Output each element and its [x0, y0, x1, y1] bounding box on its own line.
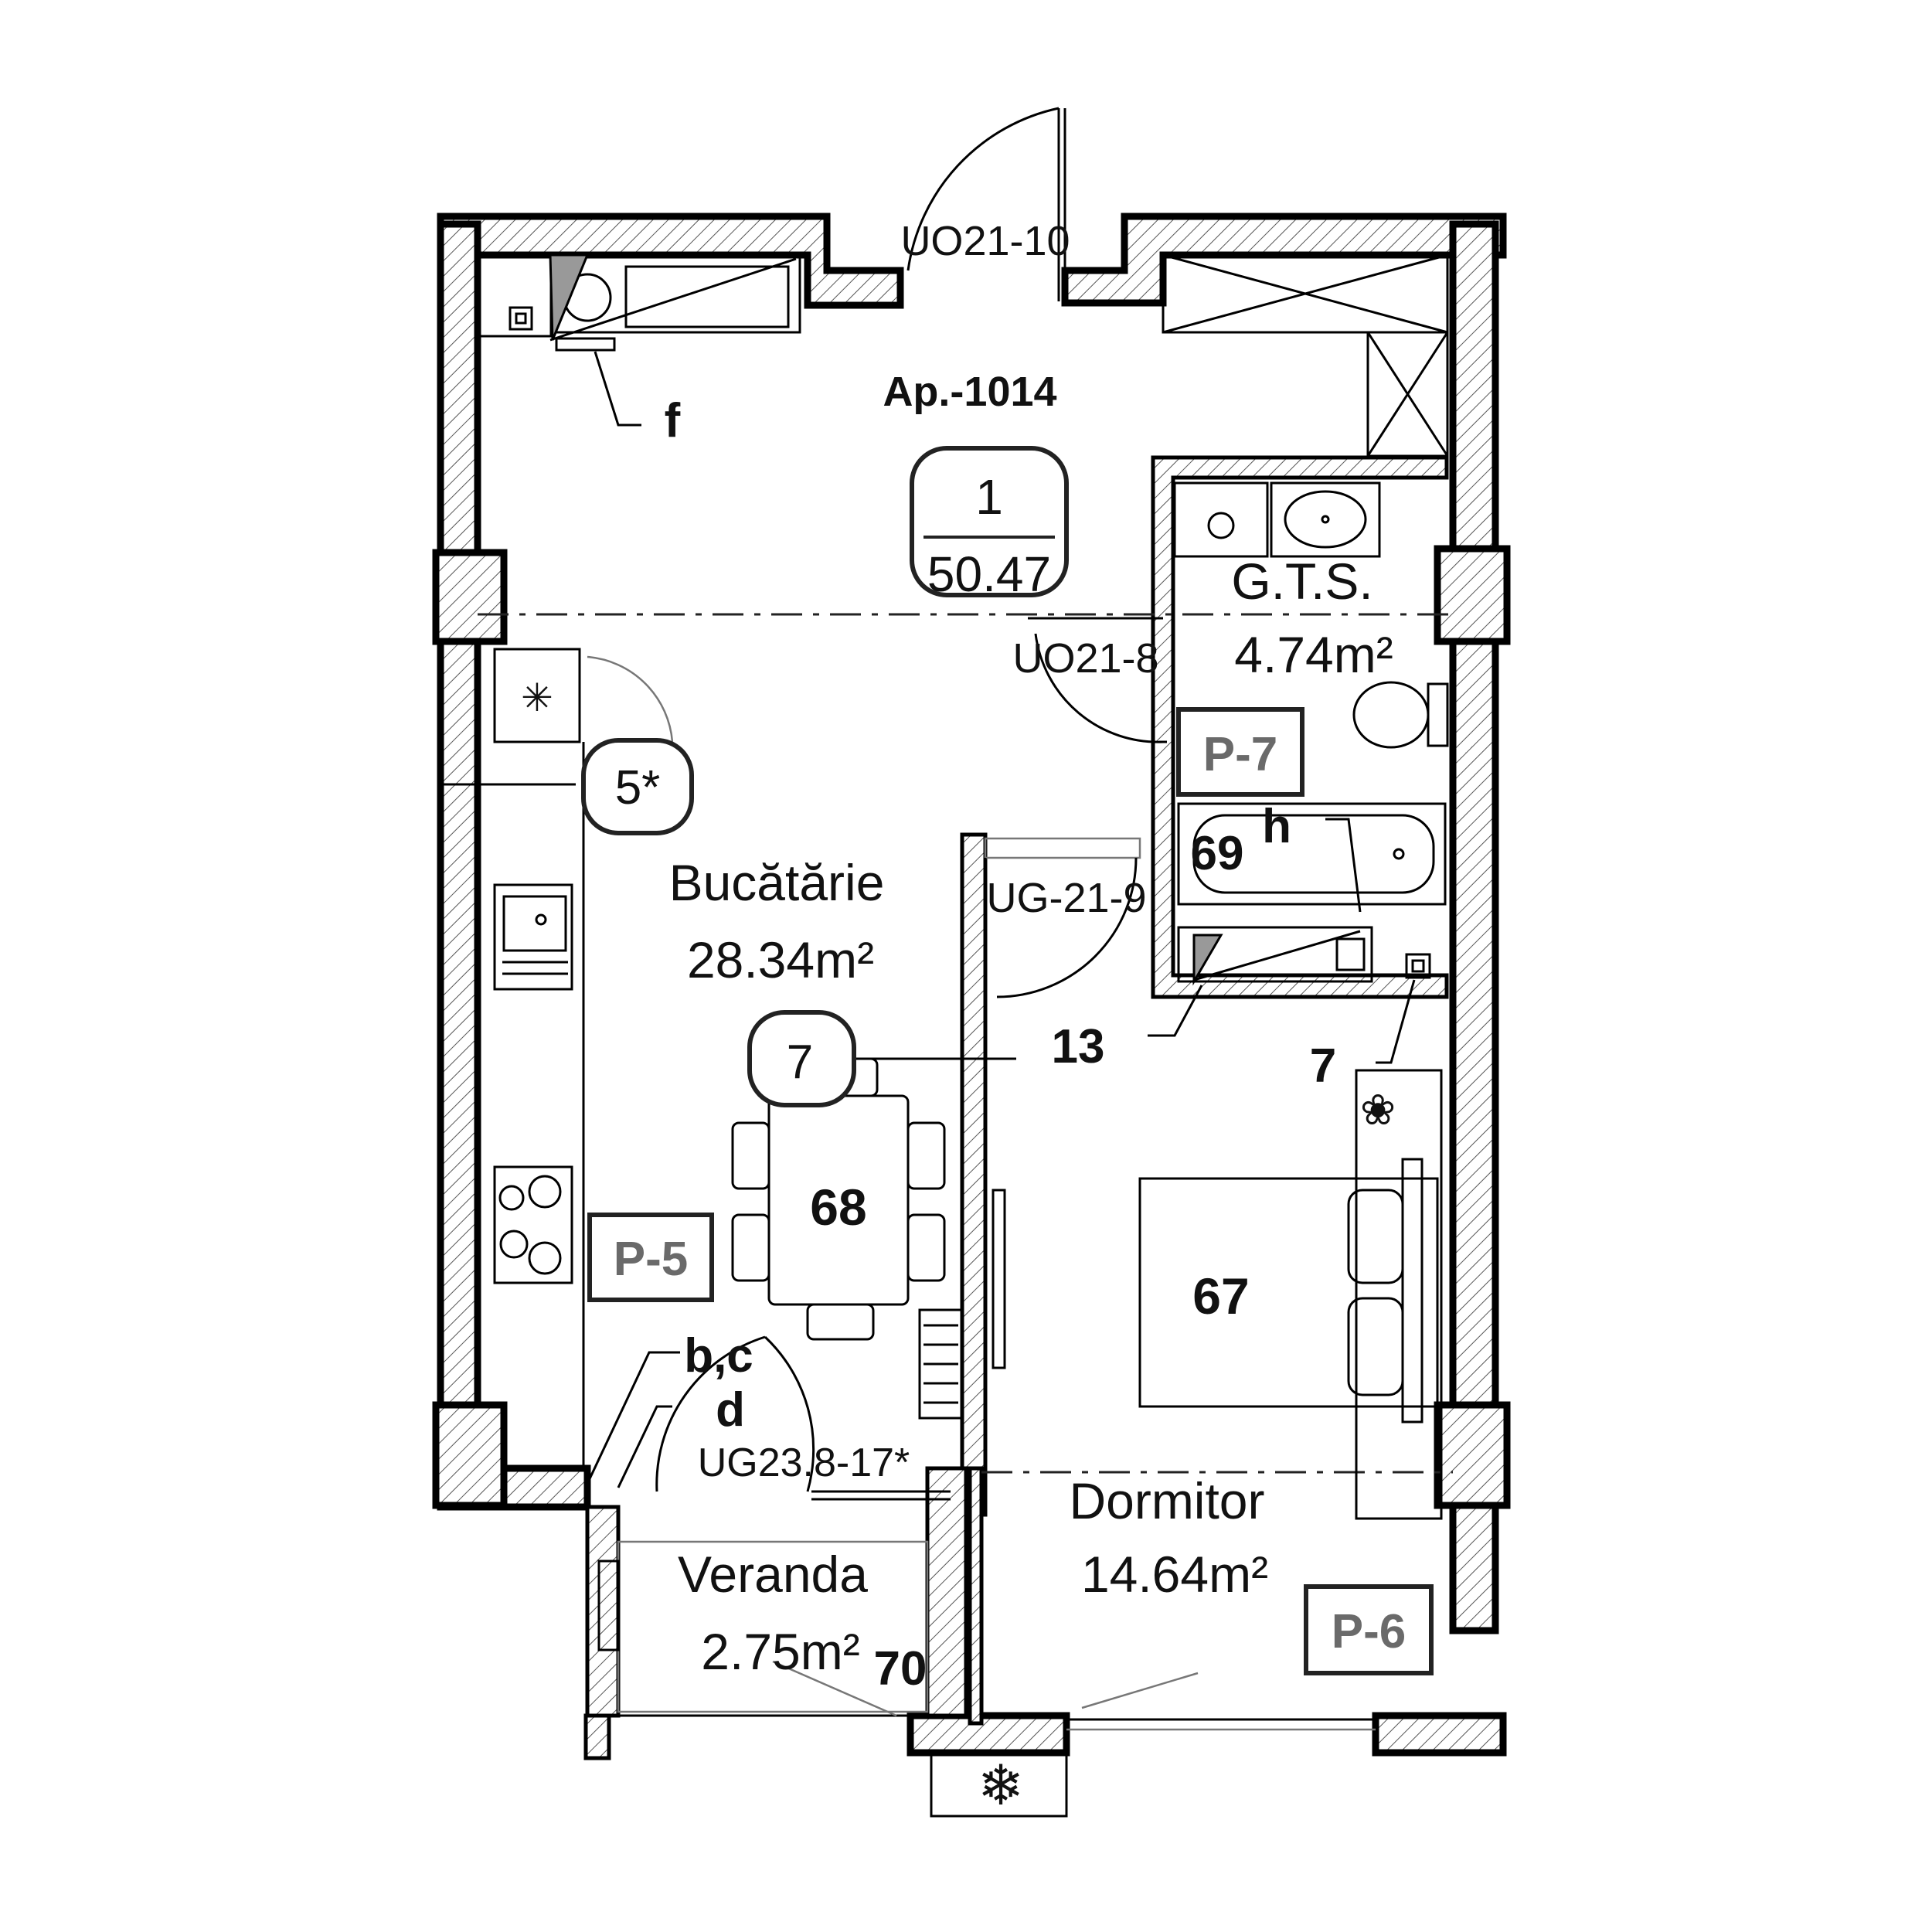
apartment-badge: [910, 446, 1069, 597]
apartment-area: 50.47: [927, 546, 1051, 602]
marker-68: 68: [810, 1179, 866, 1236]
circle-tag-7: 7: [787, 1036, 813, 1089]
bathroom-area: 4.74m²: [1234, 626, 1393, 683]
svg-text:❀: ❀: [1360, 1086, 1396, 1134]
leader-lines: [440, 351, 1416, 1488]
bedroom-area: 14.64m²: [1081, 1546, 1268, 1603]
circle-tag-5-box: [581, 738, 694, 835]
bedroom-name: Dormitor: [1069, 1472, 1264, 1529]
veranda-area: 2.75m²: [701, 1623, 859, 1680]
marker-d: d: [716, 1383, 745, 1437]
veranda-name: Veranda: [678, 1546, 868, 1603]
door-swings: [587, 107, 1167, 1493]
entrance-door-code: UO21-10: [900, 218, 1070, 264]
marker-bc: b,c: [684, 1329, 753, 1383]
kitchen-name: Bucătărie: [669, 854, 885, 911]
kitchen-area: 28.34m²: [687, 931, 874, 988]
svg-text:✳: ✳: [521, 676, 553, 719]
marker-f: f: [665, 394, 681, 447]
labels: Ap.-1014 1 50.47 UO21-10 UO21-8 UG-21-9 …: [581, 218, 1434, 1696]
structural-columns: [432, 545, 1511, 1509]
apartment-title: Ap.-1014: [883, 369, 1056, 415]
marker-7: 7: [1310, 1039, 1336, 1093]
tag-p5: P-5: [614, 1233, 688, 1286]
bedroom-door-code: UG-21-9: [986, 875, 1146, 921]
marker-67: 67: [1192, 1267, 1249, 1325]
tag-p7: P-7: [1203, 728, 1277, 781]
axis-lines: [478, 613, 1453, 1474]
marker-70: 70: [874, 1642, 927, 1696]
apartment-number: 1: [975, 469, 1003, 525]
marker-13: 13: [1052, 1020, 1105, 1073]
marker-69: 69: [1191, 827, 1244, 880]
bathroom-name: G.T.S.: [1231, 553, 1372, 610]
balcony-door-code: UG23.8-17*: [698, 1440, 910, 1485]
circle-tag-5: 5*: [615, 761, 661, 815]
svg-text:❄: ❄: [978, 1755, 1024, 1817]
tag-p5-box: [587, 1213, 714, 1302]
tag-p6-box: [1304, 1584, 1434, 1675]
tag-p7-box: [1176, 707, 1304, 797]
fixtures: ✳ ❀: [476, 253, 1449, 1818]
marker-h: h: [1262, 800, 1291, 853]
tag-p6: P-6: [1332, 1605, 1406, 1658]
bathroom-door-code: UO21-8: [1012, 635, 1158, 682]
interior-walls: [585, 455, 1449, 1726]
circle-tag-7-box: [747, 1010, 856, 1107]
